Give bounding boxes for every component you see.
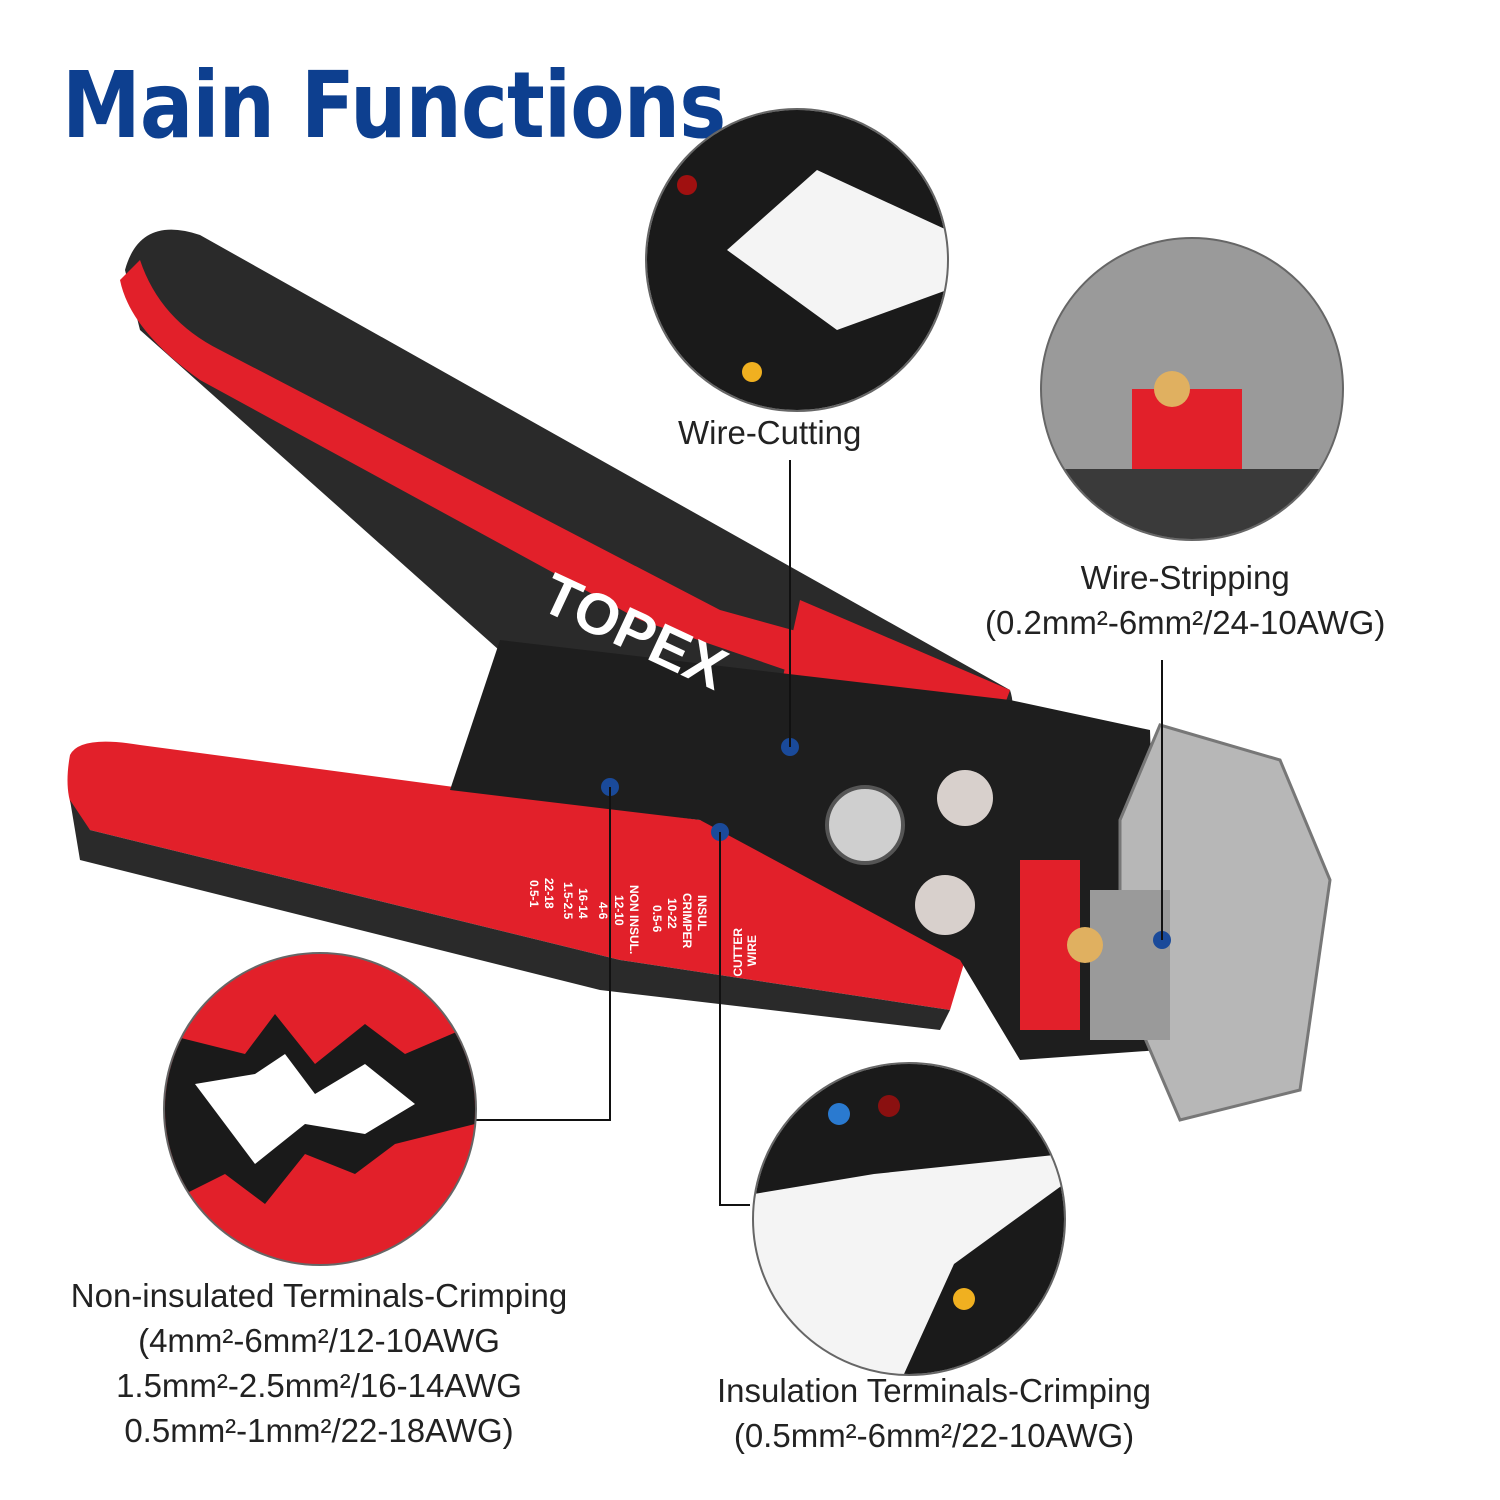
marking-insul: INSUL <box>695 895 709 931</box>
function-spec: 0.5mm²-1mm²/22-18AWG) <box>124 1412 514 1449</box>
function-name: Wire-Stripping <box>1080 559 1290 596</box>
leader-lines <box>470 460 1163 1206</box>
detail-circle-wire-stripping <box>1040 237 1344 541</box>
marking-12-10: 12-10 <box>612 895 626 926</box>
label-wire-stripping: Wire-Stripping (0.2mm²-6mm²/24-10AWG) <box>985 555 1385 645</box>
stripper-head <box>1118 723 1332 1122</box>
function-spec: (0.2mm²-6mm²/24-10AWG) <box>985 604 1386 641</box>
detail-circle-insulation-crimping <box>752 1062 1066 1376</box>
label-insulation-crimping: Insulation Terminals-Crimping (0.5mm²-6m… <box>688 1368 1180 1458</box>
function-spec: 1.5mm²-2.5mm²/16-14AWG <box>116 1367 522 1404</box>
adjustment-knob <box>1067 927 1103 963</box>
pivot-rivet <box>825 785 905 865</box>
detail-circle-noninsulated-crimping <box>163 952 477 1266</box>
marking-22-18: 22-18 <box>542 878 556 909</box>
jaw-body <box>450 640 1160 1060</box>
lower-handle <box>67 741 980 1010</box>
marking-16-14: 16-14 <box>576 888 590 919</box>
label-wire-cutting: Wire-Cutting <box>678 410 861 455</box>
function-spec: (0.5mm²-6mm²/22-10AWG) <box>733 1417 1135 1454</box>
marking-0-5-1: 0.5-1 <box>527 880 541 908</box>
function-name: Insulation Terminals-Crimping <box>716 1372 1152 1409</box>
function-name: Wire-Cutting <box>678 414 862 451</box>
page-title: Main Functions <box>62 52 726 159</box>
label-noninsulated-crimping: Non-insulated Terminals-Crimping (4mm²-6… <box>38 1273 600 1453</box>
function-spec: (4mm²-6mm²/12-10AWG <box>138 1322 500 1359</box>
marking-wire: WIRE <box>745 935 759 967</box>
function-name: Non-insulated Terminals-Crimping <box>70 1277 568 1314</box>
marking-0-5-6: 0.5-6 <box>650 905 664 933</box>
marking-10-22: 10-22 <box>665 898 679 929</box>
marking-cutter: CUTTER <box>731 928 745 977</box>
marking-4-6: 4-6 <box>596 902 610 920</box>
marking-non-insul: NON INSUL. <box>627 885 641 955</box>
marking-1-5-2-5: 1.5-2.5 <box>561 882 575 920</box>
detail-circle-wire-cutting <box>645 108 949 412</box>
marking-crimper: CRIMPER <box>680 893 694 949</box>
